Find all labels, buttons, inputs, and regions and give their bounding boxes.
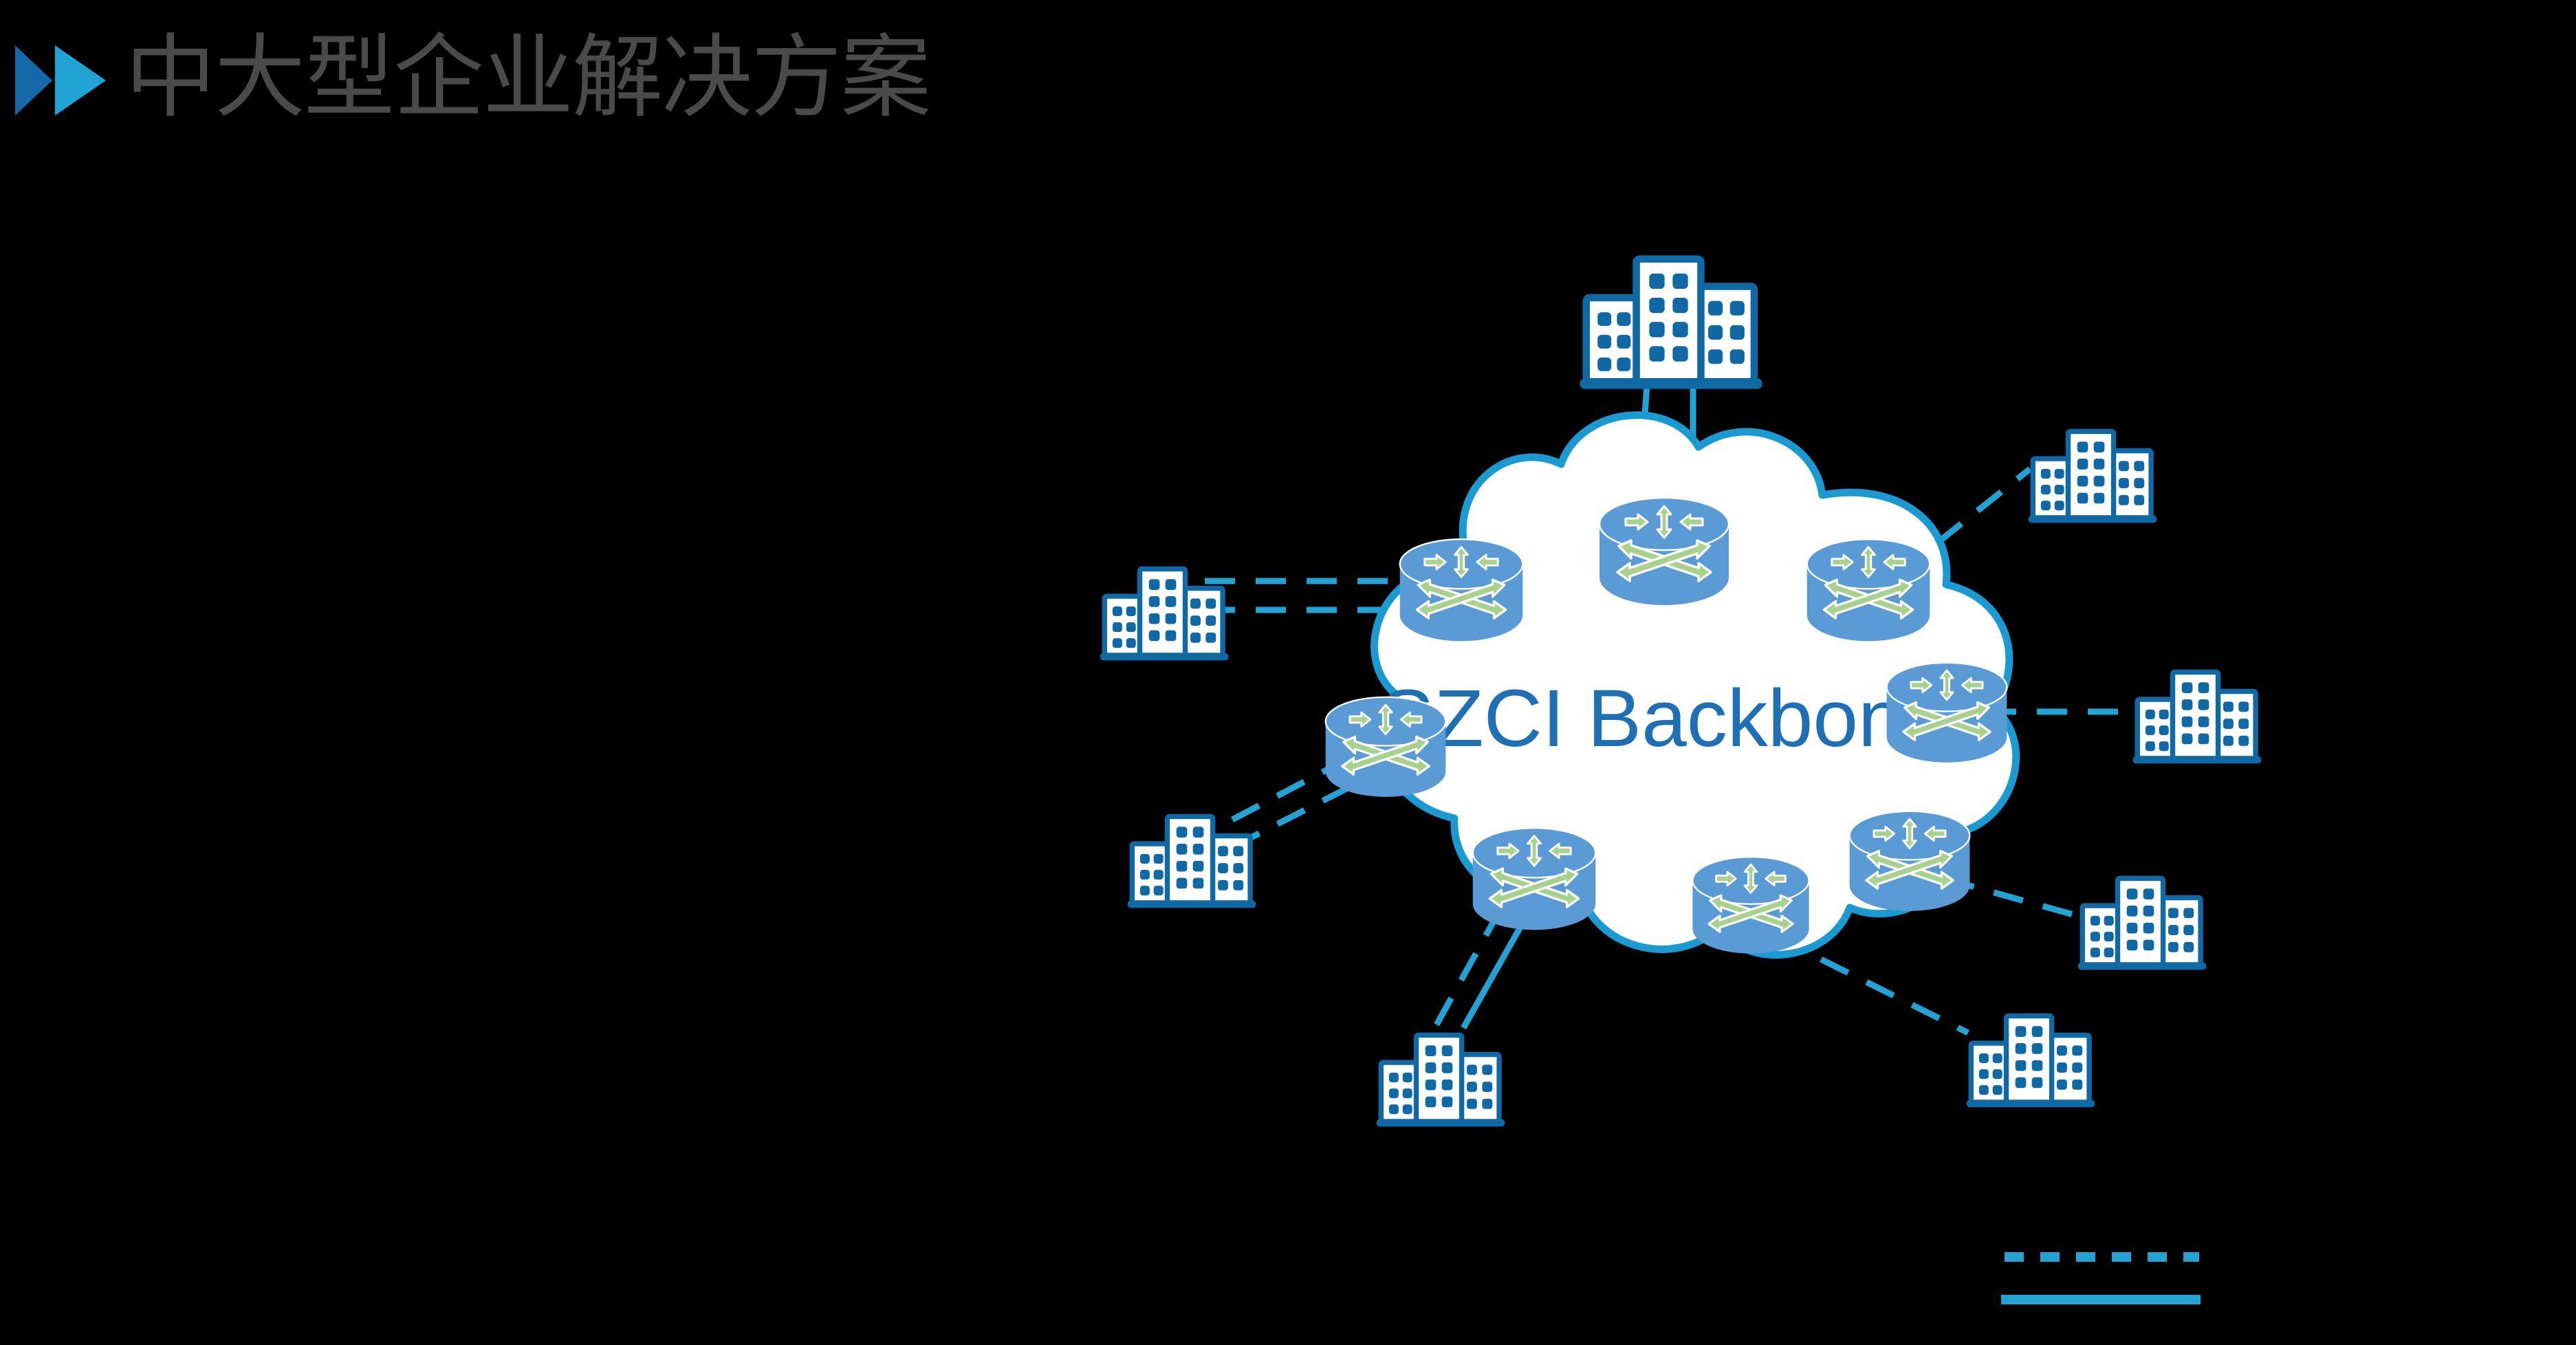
site-upper-right[interactable] <box>2029 431 2157 523</box>
router-bottom[interactable] <box>1691 855 1811 955</box>
router-lower-left[interactable] <box>1472 827 1597 932</box>
site-top[interactable] <box>1580 259 1762 389</box>
site-bottom-right[interactable] <box>1967 1016 2095 1107</box>
link-bottom-right <box>1773 933 1970 1036</box>
page-title: 中大型企业解决方案 <box>125 27 931 128</box>
router-left[interactable] <box>1324 696 1447 798</box>
router-top[interactable] <box>1598 496 1730 606</box>
site-right[interactable] <box>2133 672 2262 763</box>
site-bottom-left[interactable] <box>1377 1035 1505 1126</box>
router-lower-right[interactable] <box>1848 810 1971 912</box>
router-right[interactable] <box>1886 661 2008 764</box>
router-upper-right[interactable] <box>1806 538 1931 643</box>
router-upper-left[interactable] <box>1399 538 1524 643</box>
double-chevron-icon <box>15 45 106 116</box>
legend <box>2001 1252 2201 1304</box>
site-lower-right[interactable] <box>2078 878 2207 970</box>
cloud-label: SZCI Backbone <box>1380 673 1948 764</box>
link-bottom-left-dash <box>1433 907 1503 1028</box>
page-header: 中大型企业解决方案 <box>0 0 2576 158</box>
site-mid-left[interactable] <box>1128 816 1256 908</box>
